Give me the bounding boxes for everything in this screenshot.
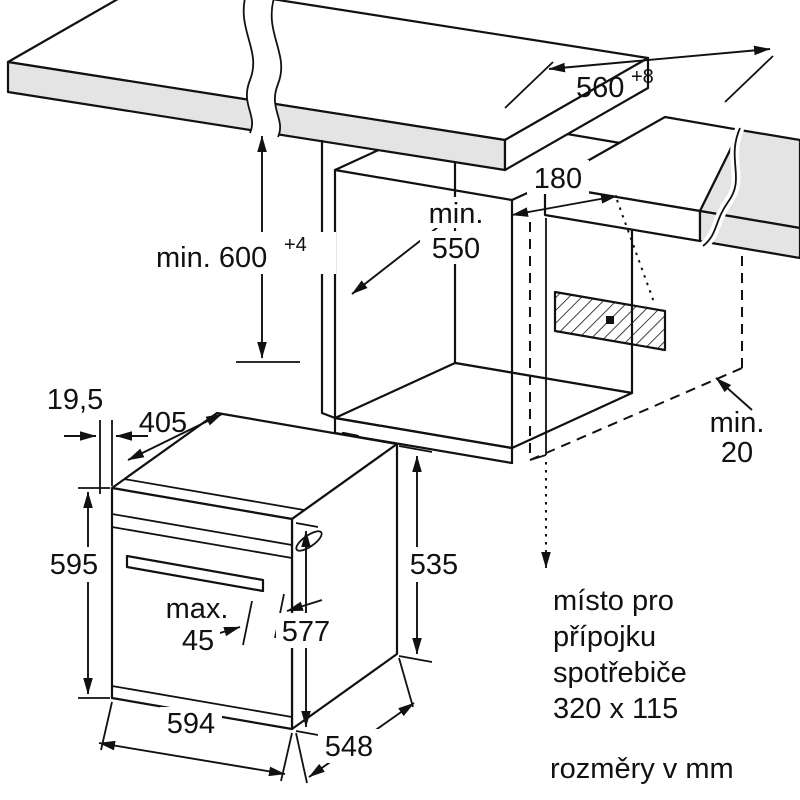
- dim-niche-height: min. 600 +4: [150, 135, 336, 363]
- dim-label-niche-width-tol: +8: [631, 66, 654, 88]
- connection-note-size: 320 x 115: [553, 693, 678, 725]
- control-panel-line: [111, 513, 293, 546]
- dim-label-oven-height: 595: [50, 549, 98, 581]
- dim-label-door-offset: 19,5: [47, 384, 103, 416]
- dim-label-oven-width: 594: [167, 708, 215, 740]
- dim-niche-width: 560 +8: [504, 45, 774, 109]
- dim-label-top-depth: 405: [139, 407, 187, 439]
- break-wave: [702, 127, 741, 247]
- door-bottom-line: [111, 685, 293, 718]
- niche-front: [320, 139, 514, 473]
- dim-niche-depth: min. 550: [351, 197, 492, 295]
- dim-handle-depth: max. 45: [162, 593, 323, 657]
- connection-note-line3: spotřebiče: [553, 657, 687, 689]
- units-note-text: rozměry v mm: [550, 753, 734, 785]
- dim-label-niche-depth-min: min.: [429, 198, 484, 230]
- dim-connection-offset: 180: [511, 160, 656, 306]
- hatch-center-mark: [606, 316, 614, 324]
- break-wave-left: [242, 0, 255, 134]
- door-handle: [125, 554, 265, 593]
- dim-label-niche-width: 560: [576, 72, 624, 104]
- dim-label-body-height: 535: [410, 549, 458, 581]
- dim-oven-width: 594: [98, 701, 293, 782]
- break-gap: [243, 0, 282, 137]
- dim-label-body-depth: 548: [325, 731, 373, 763]
- connection-note-line1: místo pro: [553, 585, 674, 617]
- dim-label-niche-height-tol: +4: [284, 234, 307, 256]
- dim-label-front-height: 577: [282, 616, 330, 648]
- dim-label-rear-gap: 20: [721, 437, 753, 469]
- dim-label-connection-offset: 180: [534, 163, 582, 195]
- dim-body-depth: 548: [295, 657, 415, 784]
- hidden-edges: [529, 218, 743, 461]
- break-wave-right: [270, 0, 283, 138]
- dim-label-niche-height: min. 600: [156, 242, 267, 274]
- oven-drawing: [110, 411, 399, 731]
- connection-note-line2: přípojku: [553, 621, 656, 653]
- dim-label-rear-gap-min: min.: [710, 407, 765, 439]
- dim-label-handle-depth: 45: [182, 625, 214, 657]
- dim-front-height: 577: [276, 522, 336, 736]
- connection-note: místo pro přípojku spotřebiče 320 x 115: [553, 585, 687, 725]
- dim-top-depth: 405: [127, 407, 223, 461]
- dim-body-height: 535: [398, 445, 464, 663]
- connection-area-hatch: [553, 290, 667, 352]
- control-panel-line: [111, 526, 293, 559]
- dim-label-handle-max: max.: [166, 593, 229, 625]
- dim-oven-height: 595: [45, 487, 110, 699]
- dim-rear-gap: min. 20: [710, 377, 765, 469]
- dim-door-offset: 19,5: [47, 384, 148, 494]
- dim-label-niche-depth: 550: [432, 233, 480, 265]
- units-note: rozměry v mm: [550, 753, 734, 785]
